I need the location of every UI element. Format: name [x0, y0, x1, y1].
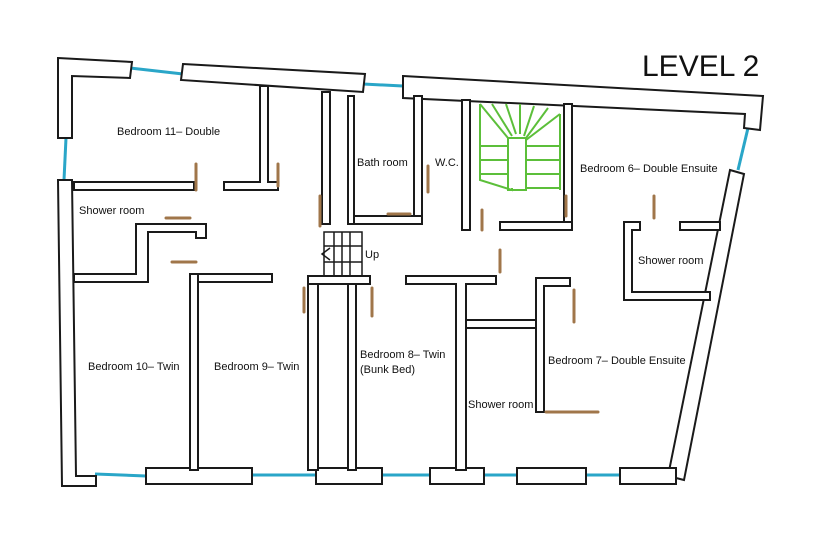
window-bottom-1 — [94, 472, 147, 478]
room-shower-c: Shower room — [468, 399, 533, 411]
room-wc: W.C. — [435, 157, 459, 169]
wall-top-2 — [402, 74, 765, 132]
room-bathroom: Bath room — [357, 157, 408, 169]
stair-tread — [505, 103, 517, 135]
stair-tread — [525, 113, 561, 141]
wall-shower-a — [73, 223, 207, 283]
wall-b7-shower — [535, 277, 571, 413]
room-bedroom-8-note: (Bunk Bed) — [360, 364, 415, 376]
wall-bath-left — [347, 95, 355, 225]
wall-b11-t — [223, 85, 279, 191]
stair-tread — [523, 105, 535, 137]
stair-tread — [479, 103, 509, 139]
windows — [62, 66, 750, 478]
wall-right — [666, 168, 746, 482]
wall-shower-c-top — [465, 319, 541, 329]
window-top-mid — [362, 82, 404, 88]
wall-top-left-corner — [57, 56, 134, 139]
stairs-up-label: Up — [365, 249, 379, 261]
wall-shower-b — [623, 221, 711, 301]
window-left — [62, 137, 68, 181]
stair-up-arrow — [320, 247, 331, 261]
stair-tread — [525, 107, 549, 139]
stair-tread — [491, 103, 513, 137]
room-bedroom-7: Bedroom 7– Double Ensuite — [548, 355, 686, 367]
stair-landing — [507, 137, 527, 191]
wall-bottom-5 — [619, 467, 677, 485]
stair-up-outline — [323, 231, 363, 277]
wall-b8-shower-t — [405, 275, 497, 471]
wall-b8-right — [347, 275, 357, 471]
wall-b10-b9 — [189, 273, 199, 471]
window-right-top — [736, 127, 750, 171]
wall-stair-bottom — [499, 221, 573, 231]
staircase-up — [320, 231, 363, 277]
wall-b11-bottom — [73, 181, 195, 191]
wall-corridor-left — [321, 91, 331, 225]
wall-b9-top — [197, 273, 273, 283]
interior-walls — [73, 85, 721, 471]
room-bedroom-11: Bedroom 11– Double — [117, 126, 220, 138]
wall-bottom-4 — [516, 467, 587, 485]
outer-walls — [56, 56, 765, 487]
staircase-main — [479, 103, 561, 192]
room-bedroom-9: Bedroom 9– Twin — [214, 361, 299, 373]
room-shower-a: Shower room — [79, 205, 144, 217]
room-bedroom-6: Bedroom 6– Double Ensuite — [580, 163, 718, 175]
wall-shower-b-top — [679, 221, 721, 231]
wall-corridor-bottom — [307, 275, 371, 285]
room-shower-b: Shower room — [638, 255, 703, 267]
wall-bath-bottom — [347, 215, 423, 225]
window-top-left — [129, 66, 184, 76]
wall-b9-b8 — [307, 275, 319, 471]
wall-stair-left — [461, 99, 471, 231]
level-title: LEVEL 2 — [642, 50, 759, 83]
room-bedroom-10: Bedroom 10– Twin — [88, 361, 180, 373]
wall-left — [56, 179, 97, 487]
doors — [164, 162, 656, 414]
room-bedroom-8: Bedroom 8– Twin — [360, 349, 445, 361]
wall-top-1 — [179, 62, 367, 94]
wall-bath-right — [413, 95, 423, 223]
